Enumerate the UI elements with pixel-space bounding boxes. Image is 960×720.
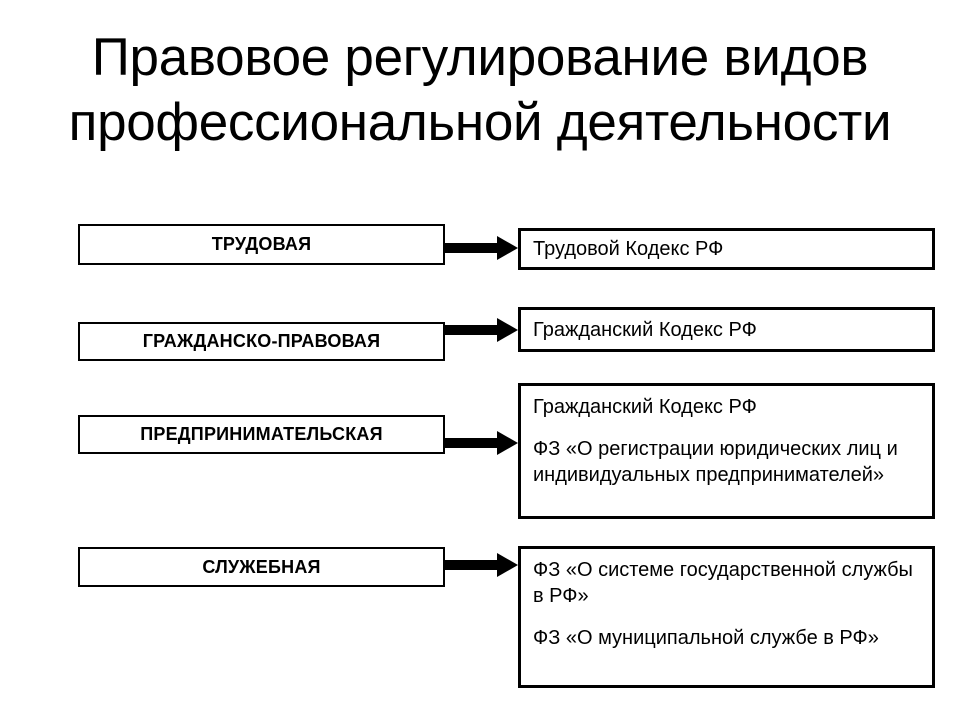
regulation-item: ФЗ «О системе государственной службы в Р… <box>533 559 913 607</box>
arrow-head <box>497 318 518 342</box>
regulation-item: ФЗ «О муниципальной службе в РФ» <box>533 627 879 649</box>
category-label: ТРУДОВАЯ <box>211 234 312 254</box>
arrow-shaft <box>445 560 501 570</box>
arrow-shaft <box>445 243 501 253</box>
regulation-box-trudovaya[interactable]: Трудовой Кодекс РФ <box>518 228 935 270</box>
arrow-head <box>497 553 518 577</box>
page-title: Правовое регулирование видов профессиона… <box>68 28 892 152</box>
arrow-shaft <box>445 438 501 448</box>
regulation-box-grazhdansko-pravovaya[interactable]: Гражданский Кодекс РФ <box>518 307 935 352</box>
category-box-trudovaya[interactable]: ТРУДОВАЯ <box>78 224 445 265</box>
category-label: ГРАЖДАНСКО-ПРАВОВАЯ <box>142 331 381 351</box>
regulation-item: Трудовой Кодекс РФ <box>533 238 724 260</box>
arrow-head <box>497 431 518 455</box>
category-box-sluzhebnaya[interactable]: СЛУЖЕБНАЯ <box>78 547 445 587</box>
regulation-item: ФЗ «О регистрации юридических лиц и инди… <box>533 438 898 486</box>
regulation-item: Гражданский Кодекс РФ <box>533 396 757 418</box>
category-label: СЛУЖЕБНАЯ <box>202 556 321 577</box>
arrow-shaft <box>445 325 501 335</box>
category-box-predprinimatelskaya[interactable]: ПРЕДПРИНИМАТЕЛЬСКАЯ <box>78 415 445 454</box>
regulation-item: Гражданский Кодекс РФ <box>533 318 757 341</box>
arrow-head <box>497 236 518 260</box>
category-box-grazhdansko-pravovaya[interactable]: ГРАЖДАНСКО-ПРАВОВАЯ <box>78 322 445 361</box>
category-label: ПРЕДПРИНИМАТЕЛЬСКАЯ <box>140 424 383 444</box>
regulation-box-predprinimatelskaya[interactable]: Гражданский Кодекс РФ ФЗ «О регистрации … <box>518 383 935 519</box>
regulation-box-sluzhebnaya[interactable]: ФЗ «О системе государственной службы в Р… <box>518 546 935 688</box>
